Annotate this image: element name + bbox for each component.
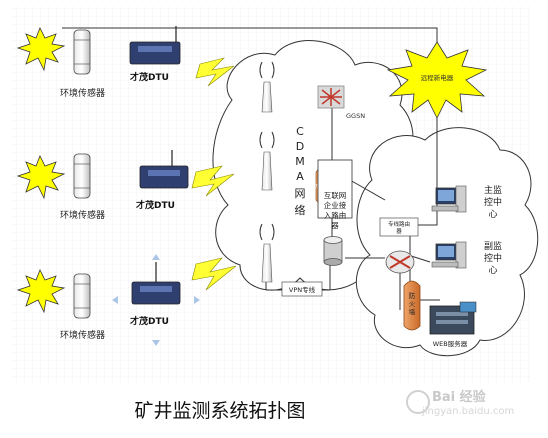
dedicated-router-box	[379, 217, 419, 237]
web-server-icon	[429, 301, 477, 335]
sensor-2-label: 环境传感器	[60, 209, 105, 221]
remote-telecom-label: 远程新电器	[421, 73, 454, 82]
web-server-label: WEB服务器	[433, 339, 468, 348]
row-3: 环境传感器 才茂DTU	[16, 254, 200, 346]
line-monitor-bus	[410, 110, 438, 226]
firewall-icon	[403, 280, 421, 331]
spark-2-icon	[16, 155, 66, 200]
router-box	[317, 159, 353, 219]
dedicated-router-label-2: 器	[396, 228, 402, 235]
diagram-caption: 矿井监测系统拓扑图	[134, 400, 306, 422]
sensor-3-label: 环境传感器	[60, 329, 105, 341]
svg-text:心: 心	[488, 265, 497, 276]
wireless-bolt-1-icon	[195, 57, 235, 87]
svg-text:主监: 主监	[484, 184, 502, 196]
row-1: 环境传感器 才茂DTU	[16, 26, 181, 99]
main-monitor-pc-icon	[431, 185, 467, 213]
vpn-box	[281, 281, 323, 297]
antenna-2-icon	[259, 131, 275, 191]
svg-text:器: 器	[331, 221, 339, 230]
wireless-bolts	[191, 57, 237, 291]
svg-text:控中: 控中	[484, 196, 502, 208]
svg-text:C: C	[296, 125, 304, 138]
watermark-url: jingyan.baidu.com	[422, 406, 515, 417]
firewall-label: 防 火 墙	[409, 291, 416, 316]
antenna-3-icon	[259, 223, 275, 283]
svg-text:控中: 控中	[484, 252, 502, 264]
selection-handles	[112, 254, 200, 346]
watermark-brand: Bai 经验	[432, 390, 486, 405]
line-router-monitor	[349, 179, 386, 201]
sub-monitor-pc-icon	[431, 241, 467, 269]
antenna-1-icon	[259, 61, 275, 113]
dedicated-router-label-1: 专线路由	[388, 220, 410, 228]
sensor-2-icon	[73, 153, 91, 199]
sensor-1-icon	[73, 29, 91, 75]
watermark: Bai 经验 jingyan.baidu.com	[400, 384, 540, 424]
dedicated-router-icon	[385, 250, 415, 274]
svg-text:防: 防	[409, 291, 416, 300]
dtu-1-icon	[129, 26, 181, 65]
svg-text:企业接: 企业接	[324, 200, 347, 210]
svg-text:D: D	[296, 140, 304, 153]
ggsn-icon	[317, 85, 345, 109]
main-center-label: 主监 控中 心	[484, 184, 502, 220]
dtu-3-label: 才茂DTU	[130, 315, 169, 327]
sensor-3-icon	[73, 273, 91, 319]
remote-telecom-burst	[386, 41, 488, 119]
ggsn-label: GGSN	[346, 112, 365, 120]
wireless-bolt-3-icon	[191, 257, 237, 291]
cdma-label: C D M A 网 络	[295, 125, 306, 217]
paw-logo-icon	[406, 390, 430, 414]
sensor-1-label: 环境传感器	[60, 87, 105, 99]
svg-text:入路由: 入路由	[324, 210, 347, 220]
svg-text:M: M	[295, 155, 305, 168]
spark-3-icon	[16, 269, 66, 314]
svg-text:A: A	[296, 170, 304, 183]
svg-text:网: 网	[295, 187, 306, 200]
dtu-2-label: 才茂DTU	[136, 199, 175, 211]
dtu-3-icon	[131, 262, 181, 305]
svg-text:络: 络	[295, 203, 306, 217]
svg-text:墙: 墙	[409, 307, 416, 316]
svg-text:心: 心	[488, 209, 497, 220]
svg-text:副监: 副监	[484, 240, 502, 252]
router-disk-icon	[323, 236, 343, 266]
vpn-label: VPN专线	[289, 285, 316, 294]
sub-center-label: 副监 控中 心	[484, 240, 502, 276]
monitoring-cloud	[355, 127, 539, 357]
router-label: 互联网 企业接 入路由 器	[324, 191, 347, 230]
dtu-2-icon	[139, 150, 189, 189]
spark-1-icon	[16, 27, 66, 72]
svg-text:互联网: 互联网	[324, 191, 347, 200]
row-2: 环境传感器 才茂DTU	[16, 150, 189, 221]
svg-text:火: 火	[409, 300, 416, 308]
dtu-1-label: 才茂DTU	[130, 71, 169, 83]
wireless-bolt-2-icon	[191, 165, 235, 197]
